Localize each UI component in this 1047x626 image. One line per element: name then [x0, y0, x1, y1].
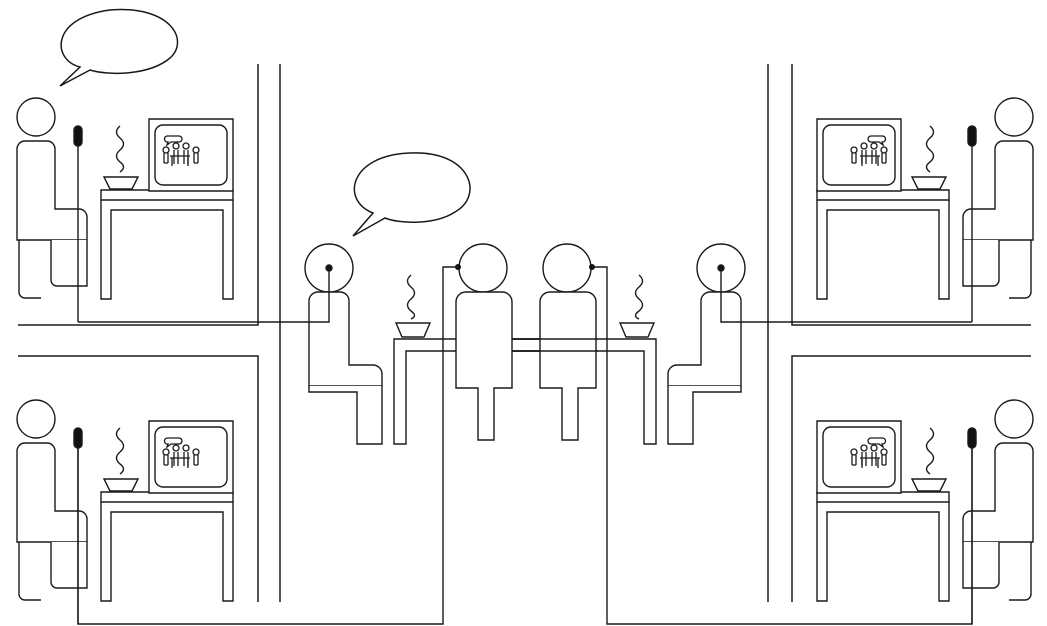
table-icon — [512, 339, 598, 351]
speech-bubble-icon — [353, 153, 470, 236]
remote-diner-top-right — [817, 98, 1033, 322]
center-person-left — [456, 244, 512, 440]
wall-icon — [18, 64, 1031, 602]
remote-diner-bottom-left — [17, 400, 233, 624]
center-person-right — [540, 244, 596, 440]
remote-diner-top-left — [17, 98, 233, 322]
cable-icon — [78, 267, 972, 624]
speech-bubble-icon — [60, 10, 178, 86]
remote-diner-bottom-right — [817, 400, 1033, 624]
